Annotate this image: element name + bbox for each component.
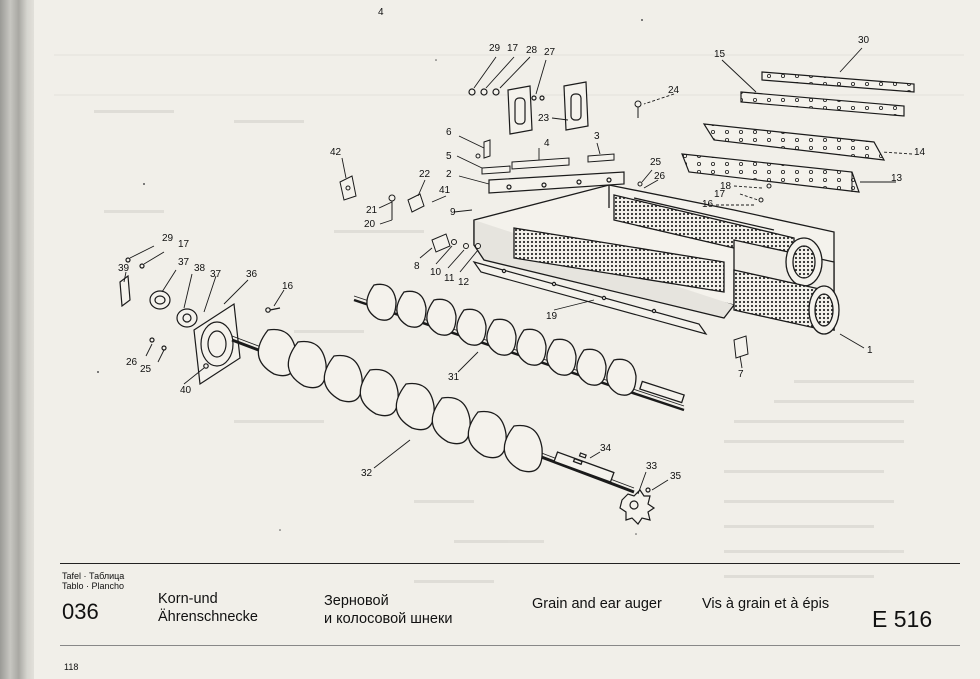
- title-russian-line-2: и колосовой шнеки: [324, 611, 453, 627]
- machine-model: E 516: [872, 606, 933, 632]
- callout-label: 22: [419, 169, 431, 180]
- title-french: Vis à grain et à épis: [702, 596, 830, 612]
- plate-label-line-2: Tablo · Plancho: [62, 581, 125, 591]
- callout-label: 4: [544, 138, 550, 149]
- plate-number: 036: [62, 599, 99, 624]
- callout-label: 28: [526, 45, 538, 56]
- flat-strip: [472, 260, 708, 336]
- callout-label: 6: [446, 127, 452, 138]
- callout-label: 42: [330, 147, 342, 158]
- callout-label: 33: [646, 461, 658, 472]
- title-english: Grain and ear auger: [532, 596, 662, 612]
- page-number: 118: [64, 662, 79, 672]
- mounting-rail: [488, 171, 625, 194]
- callout-label: 20: [364, 219, 376, 230]
- scan-specks: [97, 19, 643, 535]
- callout-label: 5: [446, 151, 452, 162]
- callout-label: 3: [594, 131, 600, 142]
- drive-sprocket-33: [578, 452, 656, 525]
- callout-label: 25: [140, 364, 152, 375]
- title-german-line-2: Ährenschnecke: [158, 609, 258, 625]
- callout-label: 37: [210, 269, 222, 280]
- callout-label: 29: [489, 43, 501, 54]
- callout-label: 17: [178, 239, 190, 250]
- callout-label: 11: [444, 273, 455, 284]
- callout-label: 25: [650, 157, 662, 168]
- book-binding-shadow: [0, 0, 34, 679]
- callout-label: 26: [654, 171, 666, 182]
- callout-leaders: [123, 47, 913, 495]
- callout-label: 38: [194, 263, 206, 274]
- callout-label: 27: [544, 47, 556, 58]
- bleed-through-text: [54, 54, 964, 583]
- callout-label: 30: [858, 35, 870, 46]
- bleed-through-column-1: [94, 110, 544, 583]
- callout-label: 32: [361, 468, 373, 479]
- callout-label: 26: [126, 357, 138, 368]
- callout-label: 16: [282, 281, 294, 292]
- callout-label: 17: [714, 189, 726, 200]
- bleed-through-column-2: [724, 380, 914, 578]
- upper-auger-31: [353, 283, 685, 412]
- callout-label: 41: [439, 185, 451, 196]
- footer-rule-bottom: [60, 645, 960, 646]
- auger-end-bearing-group: [119, 257, 281, 386]
- callout-label: 40: [180, 385, 192, 396]
- callout-label: 17: [507, 43, 519, 54]
- callout-label: 8: [414, 261, 420, 272]
- bearing-brackets: [468, 81, 589, 135]
- callout-label: 39: [118, 263, 130, 274]
- callout-label: 24: [668, 85, 680, 96]
- title-russian-line-1: Зерновой: [324, 593, 389, 609]
- footer-rule-top: [60, 563, 960, 564]
- top-page-mark: 4: [378, 7, 384, 18]
- small-hardware: [339, 100, 772, 359]
- catalog-page: 4 29 17 28 27 30 15 24 23 6 4 3 5 2 42 2…: [34, 0, 980, 679]
- callout-label: 34: [600, 443, 612, 454]
- callout-label: 23: [538, 113, 550, 124]
- exploded-view-diagram: [54, 19, 964, 583]
- callout-label: 19: [546, 311, 558, 322]
- callout-label: 31: [448, 372, 460, 383]
- callout-label: 2: [446, 169, 452, 180]
- callout-label: 36: [246, 269, 258, 280]
- callout-label: 9: [450, 207, 456, 218]
- callout-label: 18: [720, 181, 732, 192]
- callout-label: 12: [458, 277, 470, 288]
- callout-label: 37: [178, 257, 190, 268]
- callout-label: 13: [891, 173, 903, 184]
- callout-label: 35: [670, 471, 682, 482]
- title-german-line-1: Korn-und: [158, 591, 218, 607]
- cover-plates: [481, 139, 615, 175]
- callout-label: 1: [867, 345, 873, 356]
- bleed-through-rules: [54, 54, 964, 96]
- callout-label: 7: [738, 369, 744, 380]
- lower-auger-32: [231, 328, 635, 494]
- callout-label: 29: [162, 233, 174, 244]
- plate-label-line-1: Tafel · Таблица: [62, 571, 125, 581]
- sieve-plates: [681, 71, 915, 193]
- callout-label: 15: [714, 49, 726, 60]
- callout-label: 14: [914, 147, 926, 158]
- auger-trough-housing: [473, 184, 840, 335]
- callout-label: 16: [702, 199, 714, 210]
- callout-label: 21: [366, 205, 378, 216]
- callout-label: 10: [430, 267, 442, 278]
